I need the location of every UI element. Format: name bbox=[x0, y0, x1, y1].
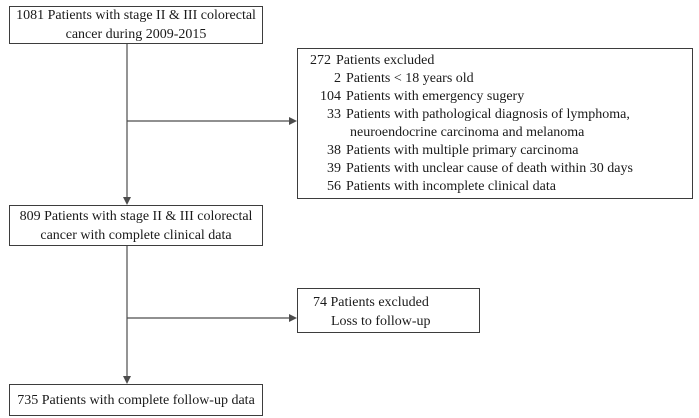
reason-count: 38 bbox=[327, 143, 341, 158]
excluded-count: 272 bbox=[310, 53, 331, 68]
reason-label: Patients with multiple primary carcinoma bbox=[346, 143, 579, 158]
excluded-reason-row: Loss to follow-up bbox=[331, 314, 431, 329]
excluded-header-row: 272 Patients excluded bbox=[298, 52, 692, 70]
node-text-line: 1081 Patients with stage II & III colore… bbox=[16, 8, 256, 23]
excluded-header-row: 74 Patients excluded bbox=[298, 293, 479, 312]
node-text-line: 735 Patients with complete follow-up dat… bbox=[17, 392, 255, 408]
reason-count: 33 bbox=[327, 107, 341, 122]
reason-label: Patients with pathological diagnosis of … bbox=[346, 107, 630, 122]
reason-label: Patients with emergency sugery bbox=[346, 89, 525, 104]
excluded-reason-continuation: neuroendocrine carcinoma and melanoma bbox=[350, 125, 585, 140]
excluded-reason-row: 2 Patients < 18 years old bbox=[298, 70, 692, 88]
reason-count: 2 bbox=[334, 71, 341, 86]
reason-label: Patients < 18 years old bbox=[346, 71, 474, 86]
node-excluded-stage1: 272 Patients excluded 2 Patients < 18 year… bbox=[297, 48, 693, 199]
reason-label: Patients with unclear cause of death wit… bbox=[346, 161, 633, 176]
arrowhead-right-1 bbox=[289, 117, 297, 125]
node-text-line: cancer with complete clinical data bbox=[40, 227, 232, 243]
arrowhead-down-1 bbox=[123, 197, 131, 205]
reason-count: 39 bbox=[327, 161, 341, 176]
node-text-line: cancer during 2009-2015 bbox=[65, 27, 207, 42]
reason-count: 104 bbox=[320, 89, 341, 104]
excluded-reason-row: 104 Patients with emergency sugery bbox=[298, 88, 692, 106]
arrowhead-right-2 bbox=[289, 314, 297, 322]
excluded-reason-row: 38 Patients with multiple primary carcino… bbox=[298, 142, 692, 160]
excluded-label: Patients excluded bbox=[330, 295, 429, 310]
node-complete-clinical-data: 809 Patients with stage II & III colorec… bbox=[9, 205, 263, 246]
node-enrolled-patients: 1081 Patients with stage II & III colore… bbox=[9, 6, 263, 44]
node-excluded-stage2: 74 Patients excluded Loss to follow-up bbox=[297, 288, 480, 333]
arrowhead-down-2 bbox=[123, 376, 131, 384]
reason-count: 56 bbox=[327, 179, 341, 194]
excluded-reason-row: 33 Patients with pathological diagnosis o… bbox=[298, 106, 692, 124]
excluded-reason-row: 39 Patients with unclear cause of death w… bbox=[298, 160, 692, 178]
excluded-reason-row: 56 Patients with incomplete clinical data bbox=[298, 178, 692, 196]
node-complete-followup: 735 Patients with complete follow-up dat… bbox=[9, 384, 263, 416]
excluded-label: Patients excluded bbox=[336, 53, 435, 68]
reason-label: Patients with incomplete clinical data bbox=[346, 179, 556, 194]
excluded-count: 74 bbox=[313, 295, 327, 310]
node-text-line: 809 Patients with stage II & III colorec… bbox=[19, 208, 253, 224]
